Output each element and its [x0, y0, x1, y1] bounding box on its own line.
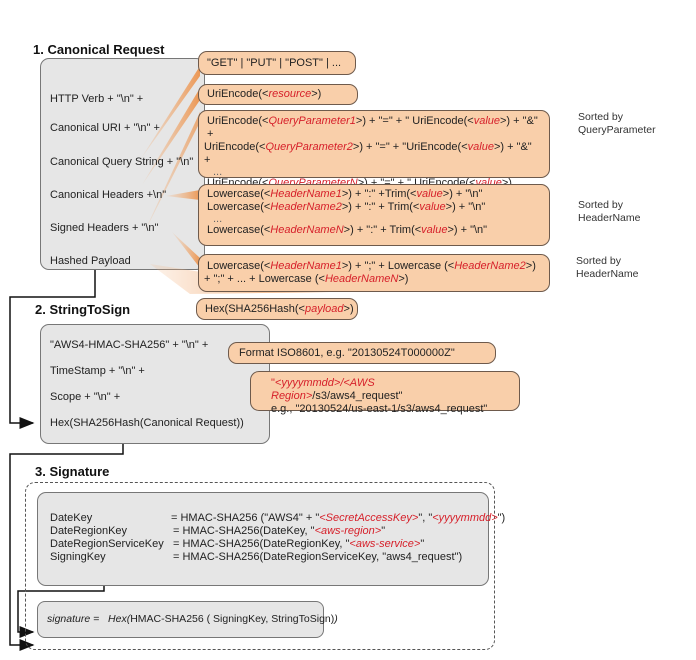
- callout-query-string: UriEncode(<QueryParameter1>) + "=" + " U…: [198, 110, 550, 189]
- headers-line-1: Lowercase(<HeaderName1>) + ":" +Trim(<va…: [207, 188, 483, 200]
- key-exprs: = HMAC-SHA256 ("AWS4" + "<SecretAccessKe…: [171, 512, 505, 564]
- row-canonical-headers: Canonical Headers +\n": [50, 189, 167, 201]
- http-verbs-text: "GET" | "PUT" | "POST" | ...: [207, 57, 342, 69]
- scope-line-1: "<yyyymmdd>/<AWS Region>/s3/aws4_request…: [271, 377, 403, 402]
- canonical-request-heading: 1. Canonical Request: [33, 42, 165, 57]
- callout-signed-headers: Lowercase(<HeaderName1>) + ";" + Lowerca…: [198, 254, 550, 292]
- query-ellipsis: ...: [213, 166, 223, 178]
- callout-hashed-payload: Hex(SHA256Hash(<payload>): [196, 298, 358, 320]
- headers-line-2: Lowercase(<HeaderName2>) + ":" + Trim(<v…: [207, 201, 486, 213]
- key-name-dateregionservicekey: DateRegionServiceKey: [50, 538, 164, 550]
- key-names: DateKey DateRegionKey DateRegionServiceK…: [50, 512, 164, 564]
- signed-line-1: Lowercase(<HeaderName1>) + ";" + Lowerca…: [207, 260, 536, 272]
- signature-heading: 3. Signature: [35, 464, 110, 479]
- headers-ellipsis: ...: [213, 213, 223, 225]
- row-hashed-payload: Hashed Payload: [50, 255, 131, 267]
- callout-scope: "<yyyymmdd>/<AWS Region>/s3/aws4_request…: [250, 371, 520, 415]
- sts-row-algorithm: "AWS4-HMAC-SHA256" + "\n" +: [50, 339, 209, 351]
- row-http-verb: HTTP Verb + "\n" +: [50, 93, 144, 105]
- query-line-2: UriEncode(<QueryParameter2>) + "=" + "Ur…: [204, 141, 532, 166]
- row-canonical-uri: Canonical URI + "\n" +: [50, 122, 160, 134]
- sts-row-hash: Hex(SHA256Hash(Canonical Request)): [50, 417, 244, 429]
- headers-line-3: Lowercase(<HeaderNameN>) + ":" + Trim(<v…: [207, 224, 488, 236]
- row-signed-headers: Signed Headers + "\n": [50, 222, 159, 234]
- uri-pre: UriEncode(<: [207, 88, 269, 100]
- query-line-1: UriEncode(<QueryParameter1>) + "=" + " U…: [207, 115, 538, 140]
- signature-formula: signature = Hex(HMAC-SHA256 ( SigningKey…: [47, 613, 338, 625]
- string-to-sign-heading: 2. StringToSign: [35, 302, 131, 317]
- sts-row-scope: Scope + "\n" +: [50, 391, 121, 403]
- key-expr-signingkey: = HMAC-SHA256(DateRegionServiceKey, "aws…: [173, 551, 463, 563]
- key-expr-dateregionkey: = HMAC-SHA256(DateKey, "<aws-region>": [173, 525, 386, 537]
- signature-group: [25, 482, 495, 650]
- callout-http-verbs: "GET" | "PUT" | "POST" | ...: [198, 51, 356, 75]
- key-name-dateregionkey: DateRegionKey: [50, 525, 128, 537]
- uri-post: >): [311, 88, 322, 100]
- sts-row-timestamp: TimeStamp + "\n" +: [50, 365, 145, 377]
- row-canonical-query-string: Canonical Query String + "\n": [50, 156, 194, 168]
- signing-key-box: [37, 492, 489, 586]
- uri-var: resource: [268, 88, 312, 100]
- callout-timestamp: Format ISO8601, e.g. "20130524T000000Z": [228, 342, 496, 364]
- callout-canonical-uri: UriEncode(<resource>): [198, 84, 358, 105]
- key-name-datekey: DateKey: [50, 512, 93, 524]
- key-expr-datekey: = HMAC-SHA256 ("AWS4" + "<SecretAccessKe…: [171, 512, 506, 524]
- key-name-signingkey: SigningKey: [50, 551, 106, 563]
- key-expr-dateregionservicekey: = HMAC-SHA256(DateRegionKey, "<aws-servi…: [173, 538, 425, 550]
- callout-canonical-headers: Lowercase(<HeaderName1>) + ":" +Trim(<va…: [198, 184, 550, 246]
- scope-line-2: e.g., "20130524/us-east-1/s3/aws4_reques…: [271, 403, 488, 415]
- signature-formula-box: signature = Hex(HMAC-SHA256 ( SigningKey…: [37, 601, 338, 638]
- signed-line-2: + ";" + ... + Lowercase (<HeaderNameN>): [204, 273, 409, 285]
